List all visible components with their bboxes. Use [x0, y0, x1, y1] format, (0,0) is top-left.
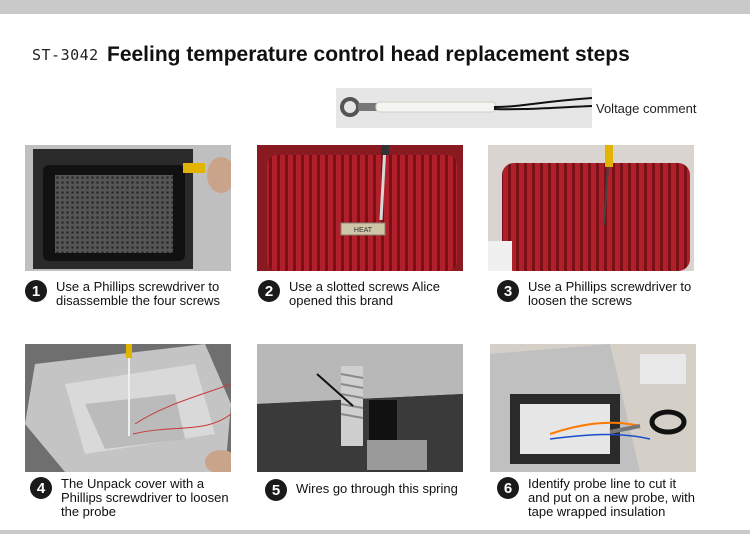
step-5-text: Wires go through this spring [296, 481, 458, 496]
step-5-number: 5 [265, 479, 287, 501]
step-5-photo [257, 344, 463, 472]
step-2-text: Use a slotted screws Alice opened this b… [289, 279, 441, 308]
step-6: 6 Identify probe line to cut it and put … [497, 477, 695, 519]
probe-wire-photo [336, 88, 592, 128]
step-6-text: Identify probe line to cut it and put on… [528, 476, 695, 519]
step-4-number: 4 [30, 477, 52, 499]
step-2: 2 Use a slotted screws Alice opened this… [258, 280, 440, 308]
step-3: 3 Use a Phillips screwdriver to loosen t… [497, 280, 691, 308]
step-1-text: Use a Phillips screwdriver to disassembl… [56, 279, 221, 308]
top-border-bar [0, 0, 750, 14]
step-3-text: Use a Phillips screwdriver to loosen the… [528, 279, 692, 308]
step-1: 1 Use a Phillips screwdriver to disassem… [25, 280, 220, 308]
step-4-text: The Unpack cover with a Phillips screwdr… [61, 476, 229, 519]
bottom-border-bar [0, 530, 750, 534]
step-1-photo [25, 145, 231, 271]
voltage-comment-label: Voltage comment [596, 101, 697, 116]
page-title: Feeling temperature control head replace… [107, 43, 630, 66]
step-3-photo [488, 145, 694, 271]
step-4-photo [25, 344, 231, 472]
step-5: 5 Wires go through this spring [265, 479, 458, 501]
step-1-number: 1 [25, 280, 47, 302]
product-code: ST-3042 [32, 46, 99, 64]
step-6-number: 6 [497, 477, 519, 499]
step-2-photo: HEAT [257, 145, 463, 271]
brand-plate-text: HEAT [354, 227, 373, 234]
step-3-number: 3 [497, 280, 519, 302]
step-2-number: 2 [258, 280, 280, 302]
step-6-photo [490, 344, 696, 472]
step-4: 4 The Unpack cover with a Phillips screw… [30, 477, 229, 519]
